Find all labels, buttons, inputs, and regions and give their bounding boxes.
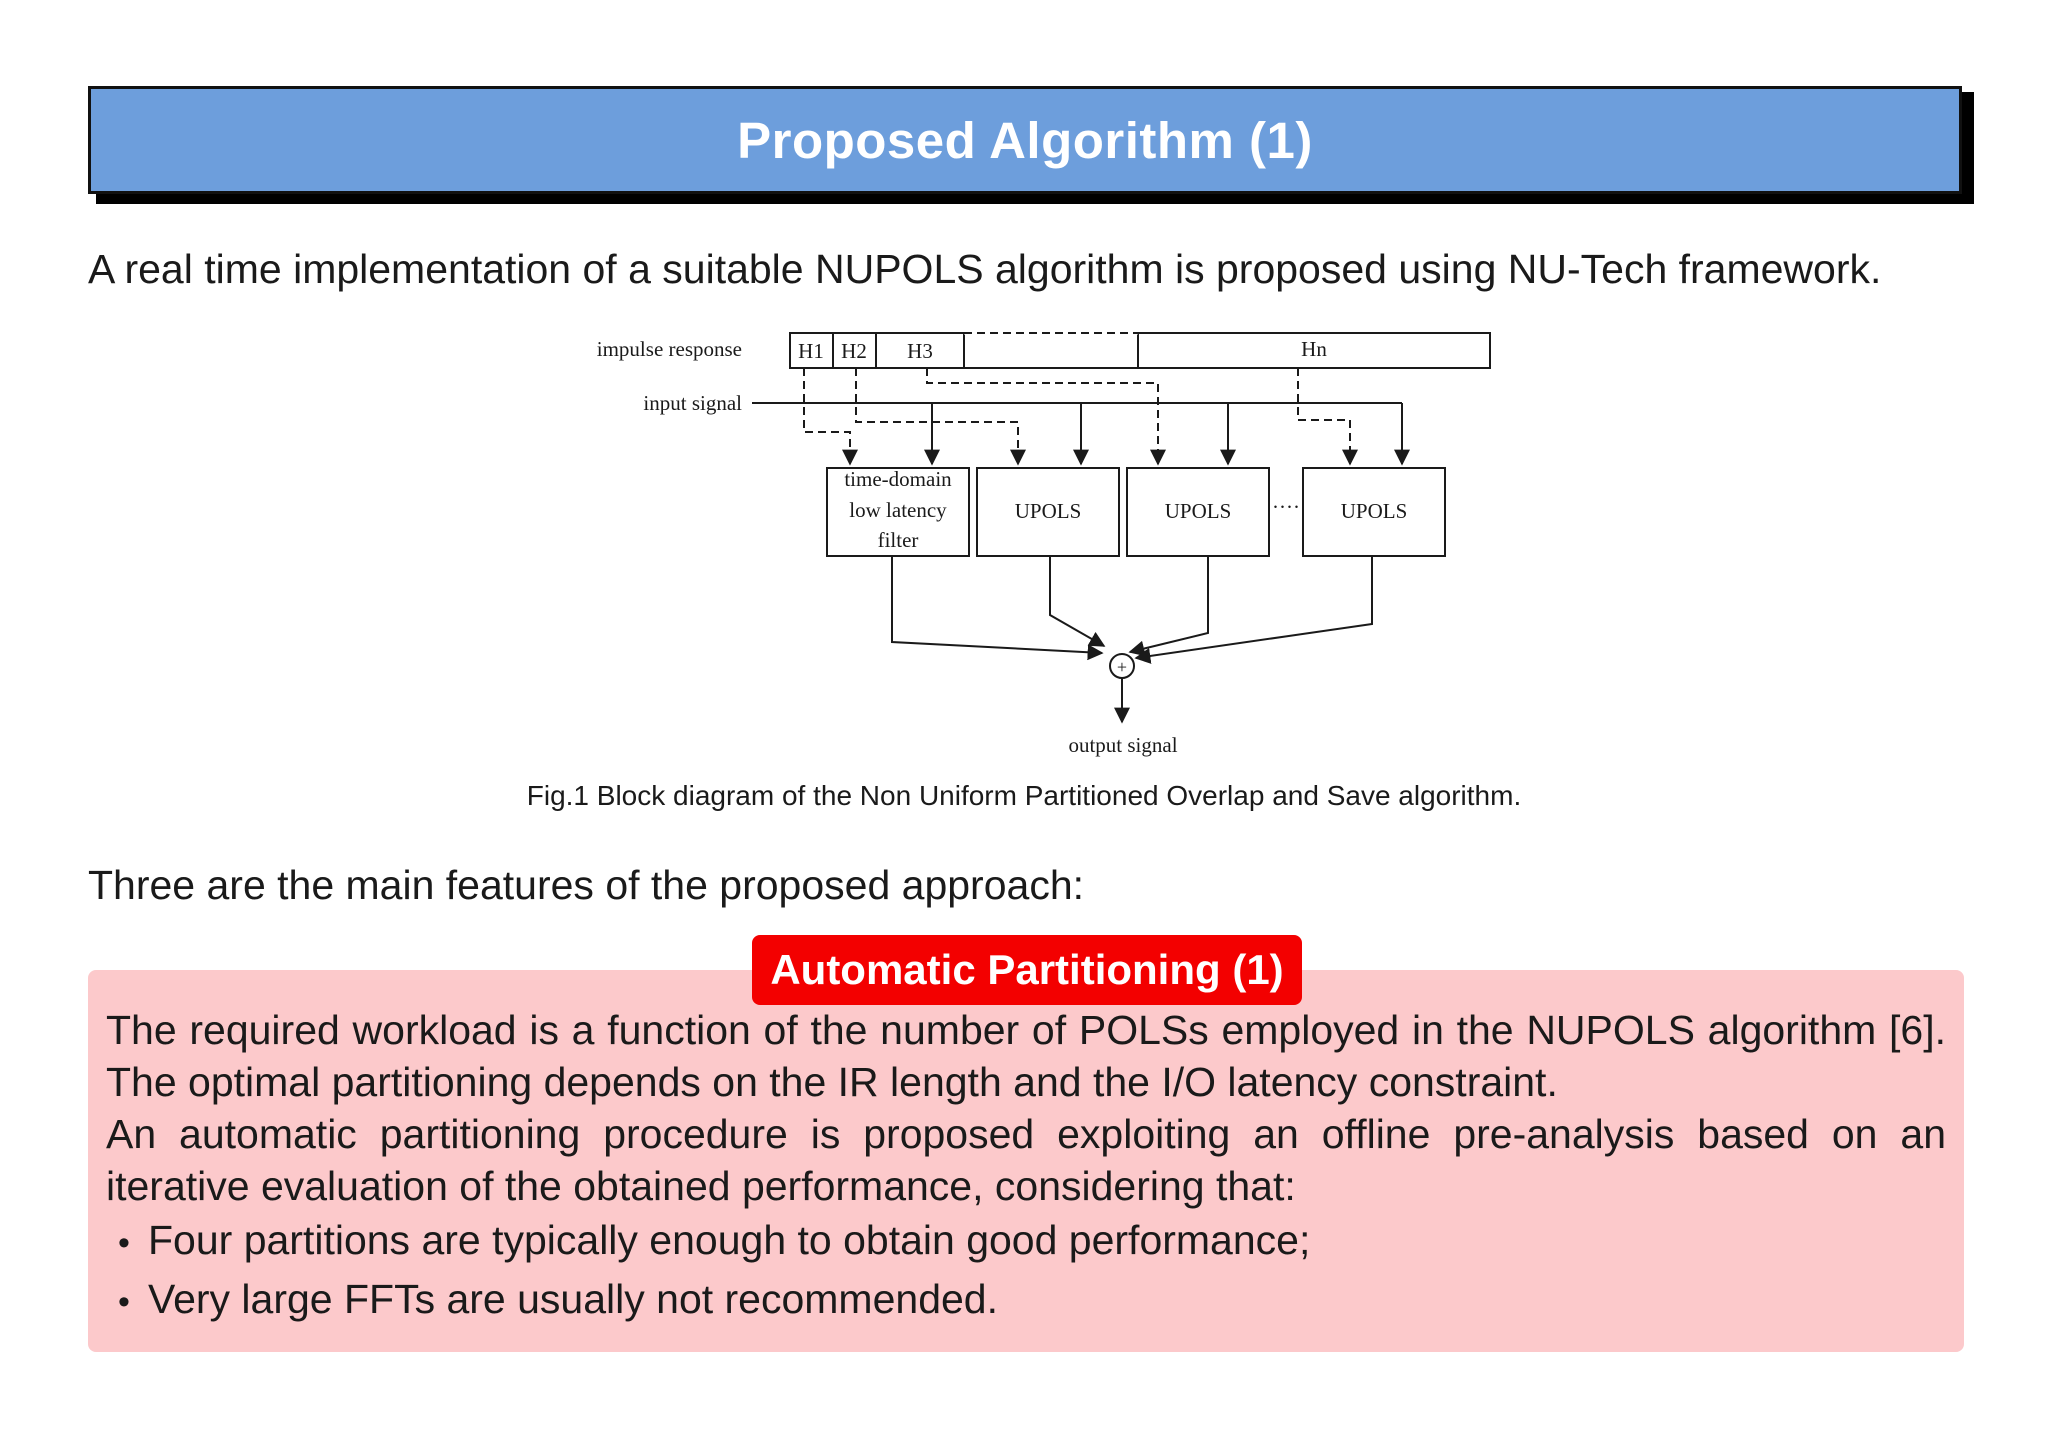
- filter-label-line-1: time-domain: [844, 467, 952, 491]
- filter-label-line-3: filter: [878, 528, 919, 552]
- block-diagram: impulse response input signal H1 H2 H3 H…: [540, 318, 1520, 768]
- partition-hn-label: Hn: [1301, 337, 1327, 361]
- input-signal-label: input signal: [643, 391, 742, 415]
- figure-caption: Fig.1 Block diagram of the Non Uniform P…: [526, 780, 1522, 811]
- upols-label-n: UPOLS: [1341, 499, 1408, 523]
- impulse-response-bar: [789, 332, 1491, 369]
- ellipsis-label: ····: [1272, 495, 1300, 519]
- feature-block-body: The required workload is a function of t…: [106, 1004, 1946, 1332]
- output-signal-label: output signal: [1068, 733, 1177, 757]
- time-domain-filter-block: [826, 467, 970, 557]
- intro-text: A real time implementation of a suitable…: [88, 246, 1882, 292]
- block-paragraph-2: An automatic partitioning procedure is p…: [106, 1111, 1946, 1209]
- upols-block-1: [976, 467, 1120, 557]
- upols-label-1: UPOLS: [1015, 499, 1082, 523]
- partition-h3-label: H3: [907, 339, 933, 363]
- bullet-text: Four partitions are typically enough to …: [148, 1217, 1311, 1263]
- filter-label-line-2: low latency: [849, 498, 947, 522]
- feature-block-title: Automatic Partitioning (1): [752, 935, 1302, 1005]
- slide-title: Proposed Algorithm (1): [737, 111, 1313, 169]
- bullet-text: Very large FFTs are usually not recommen…: [148, 1276, 998, 1322]
- features-lead: Three are the main features of the propo…: [88, 862, 1085, 908]
- title-bar: Proposed Algorithm (1): [88, 86, 1962, 194]
- list-item: • Four partitions are typically enough to…: [118, 1214, 1946, 1269]
- upols-block-2: [1126, 467, 1270, 557]
- partition-h2-label: H2: [841, 339, 867, 363]
- bullet-icon: •: [118, 1224, 130, 1262]
- bullet-icon: •: [118, 1283, 130, 1321]
- block-bullet-list: • Four partitions are typically enough to…: [106, 1214, 1946, 1328]
- upols-block-n: [1302, 467, 1446, 557]
- feature-block: [88, 970, 1964, 1352]
- impulse-response-label: impulse response: [597, 337, 742, 361]
- block-paragraph-1: The required workload is a function of t…: [106, 1007, 1946, 1105]
- partition-h1-label: H1: [798, 339, 824, 363]
- list-item: • Very large FFTs are usually not recomme…: [118, 1273, 1946, 1328]
- upols-label-2: UPOLS: [1165, 499, 1232, 523]
- sum-symbol: +: [1117, 657, 1127, 677]
